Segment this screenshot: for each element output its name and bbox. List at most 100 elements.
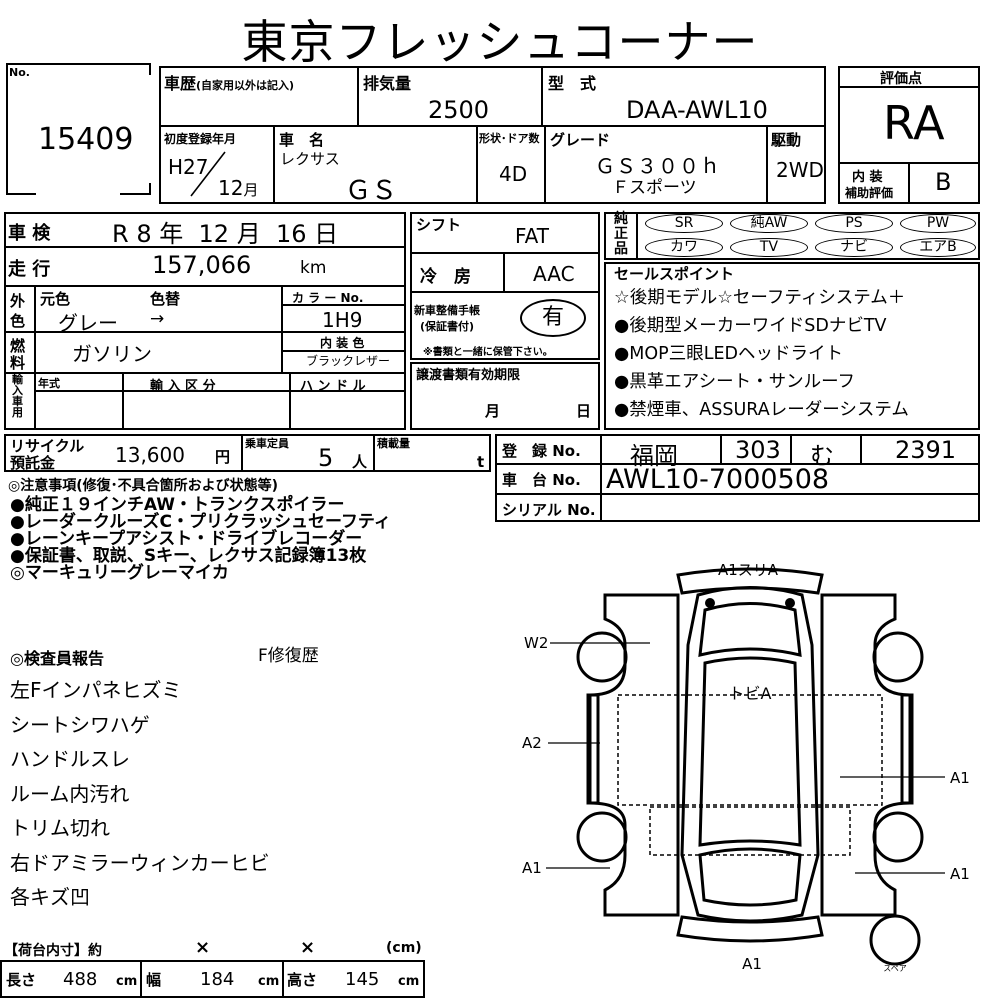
transfer-docs-label: 譲渡書類有効期限 xyxy=(416,368,521,383)
label-a1-right-mid: A1 xyxy=(950,769,970,787)
car-maker: レクサス xyxy=(280,150,340,168)
fuel-label-1: 燃 xyxy=(10,337,26,355)
grade-box-label: 評価点 xyxy=(880,71,922,87)
tire-left-rear xyxy=(576,631,628,683)
notes-list: ●純正１９インチAW・トランクスポイラー ●レーダークルーズC・プリクラッシュセ… xyxy=(10,497,391,582)
label-roof: トビA xyxy=(729,684,772,703)
note-line: ●レーンキープアシスト・ドライブレコーダー xyxy=(10,529,363,549)
left-sill xyxy=(586,693,600,805)
shift-value: FAT xyxy=(515,224,550,248)
cargo-unit: (cm) xyxy=(386,940,422,956)
tire-right-front xyxy=(872,811,924,863)
first-reg-label: 初度登録年月 xyxy=(164,132,237,146)
height-value: 145 xyxy=(345,969,380,990)
ac-value: AAC xyxy=(533,262,575,286)
equip-leather: カワ xyxy=(645,238,723,257)
sales-points-list: ☆後期モデル☆セーフティシステム＋ ●後期型メーカーワイドSDナビTV ●MOP… xyxy=(614,284,909,424)
label-w2: W2 xyxy=(524,634,548,652)
inspector-list: 左Fインパネヒズミ シートシワハゲ ハンドルスレ ルーム内汚れ トリム切れ 右ド… xyxy=(10,673,270,915)
warranty-label-2: (保証書付) xyxy=(420,320,475,333)
width-label: 幅 xyxy=(146,971,162,989)
left-info-block xyxy=(4,212,406,430)
height-unit: cm xyxy=(398,974,420,989)
grade-value: RA xyxy=(883,96,945,150)
right-sill xyxy=(900,693,914,805)
drive-value: 2WD xyxy=(776,158,824,182)
equipment-box xyxy=(604,212,980,260)
equip-ps: PS xyxy=(815,214,893,233)
fuel-value: ガソリン xyxy=(72,342,152,366)
note-line: ◎マーキュリーグレーマイカ xyxy=(10,563,229,583)
registration-class: 303 xyxy=(735,436,781,464)
note-line: ●純正１９インチAW・トランクスポイラー xyxy=(10,495,345,515)
number-box-left xyxy=(6,63,8,195)
mileage-label: 走 行 xyxy=(8,259,51,280)
interior-label-2: 補助評価 xyxy=(845,186,894,200)
load-label: 積載量 xyxy=(377,437,410,450)
equip-tv: TV xyxy=(730,238,808,257)
grade-label: グレード xyxy=(550,131,611,149)
inspection-date: R 8 年 12 月 16 日 xyxy=(112,220,339,248)
label-a1-left-low: A1 xyxy=(522,859,542,877)
equip-pw: PW xyxy=(900,214,976,233)
recycle-unit: 円 xyxy=(215,448,231,466)
stock-number: 15409 xyxy=(38,122,134,157)
registration-block xyxy=(495,434,980,522)
grade-line-2: Ｆスポーツ xyxy=(612,178,697,198)
doors-value: 4D xyxy=(499,162,528,186)
floor-outline xyxy=(617,694,883,806)
history-label: 車歴(自家用以外は記入) xyxy=(164,74,295,93)
roof xyxy=(698,656,802,847)
ac-label: 冷 房 xyxy=(420,267,471,287)
car-name-label: 車 名 xyxy=(279,131,325,149)
recycle-label-1: リサイクル xyxy=(10,437,85,455)
windshield xyxy=(698,847,802,907)
report-line: 各キズ凹 xyxy=(10,885,90,909)
displacement-label: 排気量 xyxy=(363,74,412,93)
grade-line-1: ＧＳ３００ｈ xyxy=(595,154,721,178)
serial-label: シリアル No. xyxy=(502,501,596,519)
color-code-value: 1H9 xyxy=(322,308,363,332)
label-spare: スペア xyxy=(883,964,906,973)
chassis-label: 車 台 No. xyxy=(502,471,581,489)
sales-points-label: セールスポイント xyxy=(614,265,735,283)
note-line: ●保証書、取説、Sキー、レクサス記録簿13枚 xyxy=(10,546,367,566)
doors-label: 形状･ドア数 xyxy=(479,132,540,145)
mileage-value: 157,066 xyxy=(152,251,252,279)
orig-color-value: グレー xyxy=(58,311,118,335)
length-label: 長さ xyxy=(6,971,37,989)
shift-block xyxy=(410,212,600,360)
sales-point: ●禁煙車、ASSURAレーダーシステム xyxy=(614,400,909,420)
sales-point: ☆後期モデル☆セーフティシステム＋ xyxy=(614,288,906,308)
import-label: 輸入車用 xyxy=(12,373,23,419)
length-unit: cm xyxy=(116,974,138,989)
handle-label: ハ ン ド ル xyxy=(300,379,366,394)
orig-color-label: 元色 xyxy=(40,290,71,308)
report-line: 右ドアミラーウィンカーヒビ xyxy=(10,850,270,875)
first-reg-year: H27 xyxy=(168,155,209,179)
vehicle-info-grid xyxy=(159,66,826,204)
color-change-label: 色替 xyxy=(150,290,181,308)
car-body xyxy=(680,586,820,923)
engine-outline xyxy=(649,806,851,856)
number-label: No. xyxy=(9,66,30,79)
chassis-value: AWL10-7000508 xyxy=(606,464,830,495)
outer-color-label-2: 色 xyxy=(10,312,26,330)
load-unit: t xyxy=(477,453,485,471)
registration-serial: 2391 xyxy=(895,436,957,464)
first-reg-month: 12月 xyxy=(218,176,259,200)
spare-tire xyxy=(869,914,921,966)
equip-sr: SR xyxy=(645,214,723,233)
width-unit: cm xyxy=(258,974,280,989)
equip-airbag: エアB xyxy=(900,238,976,257)
displacement-value: 2500 xyxy=(428,96,490,124)
sales-point: ●後期型メーカーワイドSDナビTV xyxy=(614,316,887,336)
shift-label: シフト xyxy=(416,216,462,234)
sales-point: ●黒革エアシート・サンルーフ xyxy=(614,372,856,392)
transfer-day: 日 xyxy=(576,402,592,420)
repair-history: F修復歴 xyxy=(258,646,319,666)
first-reg-slash xyxy=(190,151,226,197)
note-line: ●レーダークルーズC・プリクラッシュセーフティ xyxy=(10,512,391,532)
capacity-value: 5 xyxy=(318,444,334,472)
capacity-label: 乗車定員 xyxy=(245,437,289,450)
